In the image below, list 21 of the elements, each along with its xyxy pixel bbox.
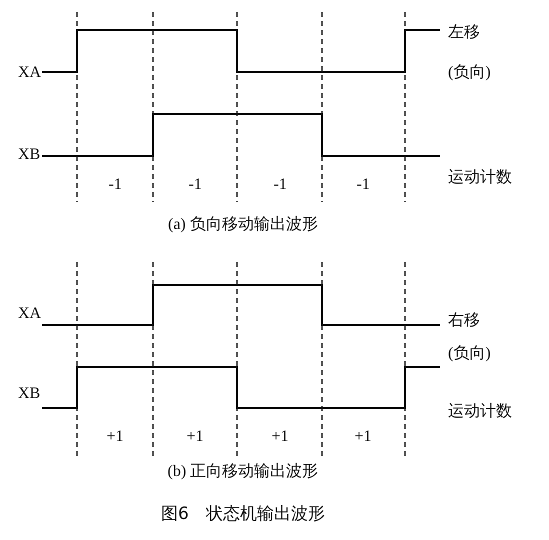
axis-note: 运动计数	[448, 403, 512, 421]
axis-note: 运动计数	[448, 169, 512, 187]
direction-note: (负向)	[448, 345, 491, 363]
signal-name: XB	[18, 385, 40, 403]
signal-name: XA	[18, 64, 42, 82]
direction-note: (负向)	[448, 64, 491, 82]
panel-caption: (b) 正向移动输出波形	[168, 463, 318, 481]
count-value: -1	[188, 176, 202, 194]
signal-name: XB	[18, 146, 40, 164]
signal-name: XA	[18, 305, 42, 323]
count-value: +1	[272, 428, 289, 446]
direction-label: 左移	[448, 24, 480, 42]
count-value: -1	[108, 176, 122, 194]
count-value: +1	[186, 428, 204, 446]
direction-label: 右移	[448, 312, 480, 330]
count-value: -1	[274, 176, 287, 194]
count-value: +1	[354, 428, 372, 446]
count-value: +1	[106, 428, 124, 446]
count-value: -1	[356, 176, 370, 194]
panel-caption: (a) 负向移动输出波形	[168, 216, 318, 234]
figure-caption: 图6 状态机输出波形	[161, 505, 325, 523]
